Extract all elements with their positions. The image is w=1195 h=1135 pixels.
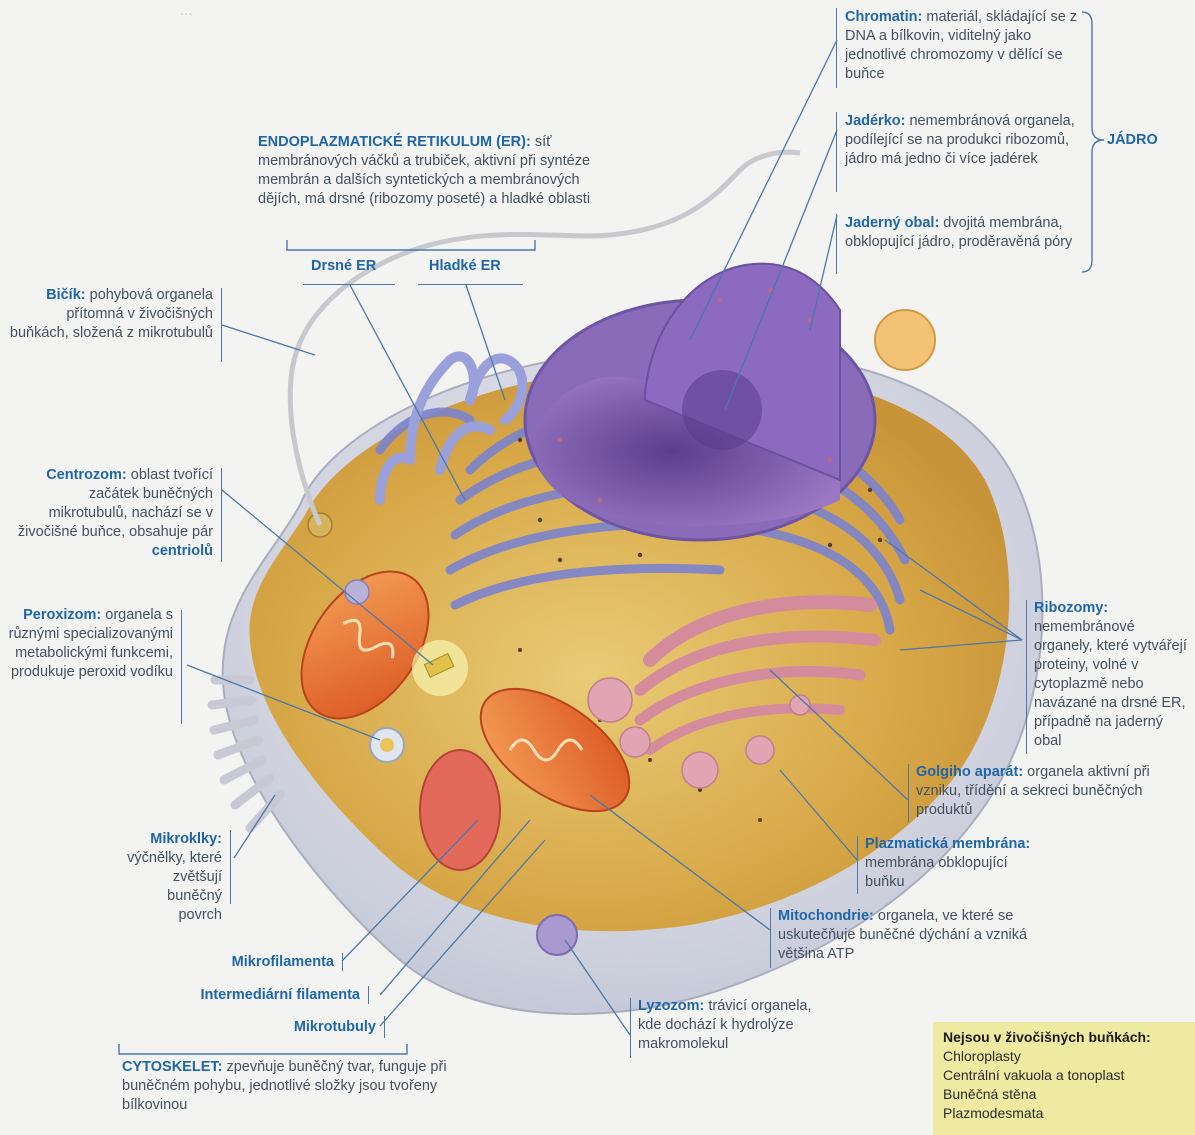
label-centrozom: Centrozom: oblast tvořící začátek buněčn…	[8, 466, 213, 561]
leader-bar-peroxizom	[181, 610, 182, 724]
label-jaderny-obal: Jaderný obal: dvojitá membrána, obklopuj…	[845, 214, 1080, 252]
label-mikrofilamenta: Mikrofilamenta	[150, 953, 334, 972]
label-jaderko: Jadérko: nemembránová organela, podílejí…	[845, 112, 1080, 169]
label-bicik: Bičík: pohybová organela přítomná v živo…	[8, 286, 213, 343]
label-bicik-title: Bičík:	[46, 287, 86, 303]
er-bracket	[285, 238, 540, 258]
label-ribozomy-text: nemembránové organely, které vytvářejí p…	[1034, 619, 1187, 749]
nucleus-bracket	[1080, 10, 1110, 275]
underline-hladke-er	[418, 284, 523, 285]
label-cytoskelet-title: CYTOSKELET:	[122, 1059, 222, 1075]
label-lyzozom-title: Lyzozom:	[638, 998, 704, 1014]
label-er: ENDOPLAZMATICKÉ RETIKULUM (ER): síť memb…	[258, 133, 608, 209]
note-item: Chloroplasty	[943, 1047, 1185, 1066]
note-item: Plazmodesmata	[943, 1104, 1185, 1123]
label-golgi: Golgiho aparát: organela aktivní při vzn…	[916, 763, 1156, 820]
label-ribozomy-title: Ribozomy:	[1034, 600, 1108, 616]
label-chromatin-title: Chromatin:	[845, 9, 922, 25]
label-peroxizom-title: Peroxizom:	[23, 607, 101, 623]
label-plazmaticka-text: membrána obklopující buňku	[865, 855, 1008, 890]
label-intermediarni: Intermediární filamenta	[120, 986, 360, 1005]
leader-bar-golgi	[908, 764, 909, 822]
label-golgi-title: Golgiho aparát:	[916, 764, 1023, 780]
leader-bar-jaderko	[836, 112, 837, 192]
note-item: Buněčná stěna	[943, 1085, 1185, 1104]
label-mikroklky: Mikroklky: výčnělky, které zvětšují buně…	[120, 830, 222, 925]
label-bicik-text: pohybová organela přítomná v živočišných…	[10, 287, 213, 341]
leader-bar-intermediarni	[368, 986, 369, 1004]
label-mikroklky-text: výčnělky, které zvětšují buněčný povrch	[127, 850, 222, 923]
leader-bar-jaderny-obal	[836, 214, 837, 274]
label-centrozom-strong: centriolů	[152, 543, 213, 559]
label-plazmaticka: Plazmatická membrána: membrána obklopují…	[865, 835, 1050, 892]
leader-bar-bicik	[221, 288, 222, 362]
label-mikrotubuly: Mikrotubuly	[200, 1018, 376, 1037]
label-jaderko-title: Jadérko:	[845, 113, 905, 129]
leader-bar-mitochondrie	[770, 908, 771, 968]
leader-bar-lyzozom	[630, 998, 631, 1058]
label-jaderny-obal-title: Jaderný obal:	[845, 215, 939, 231]
leader-bar-centrozom	[221, 468, 222, 562]
label-peroxizom: Peroxizom: organela s různými specializo…	[8, 606, 173, 682]
leader-bar-mikrofilamenta	[342, 953, 343, 971]
nucleus-shape	[525, 264, 875, 540]
leader-bar-mikroklky	[230, 830, 231, 904]
label-chromatin: Chromatin: materiál, skládající se z DNA…	[845, 8, 1090, 84]
underline-drsne-er	[303, 284, 395, 285]
leader-bar-chromatin	[836, 8, 837, 88]
leader-bar-ribozomy	[1026, 600, 1027, 754]
label-centrozom-title: Centrozom:	[46, 467, 127, 483]
label-ribozomy: Ribozomy: nemembránové organely, které v…	[1034, 599, 1189, 751]
label-cytoskelet: CYTOSKELET: zpevňuje buněčný tvar, fungu…	[122, 1058, 447, 1115]
note-not-in-animal-cells: Nejsou v živočišných buňkách: Chloroplas…	[933, 1022, 1195, 1135]
label-lyzozom: Lyzozom: trávicí organela, kde dochází k…	[638, 997, 838, 1054]
label-jadro: JÁDRO	[1107, 131, 1158, 150]
centrosome-shape	[412, 640, 468, 696]
leader-bar-plazmaticka	[857, 836, 858, 894]
vesicle-shape	[875, 310, 935, 370]
label-hladke-er: Hladké ER	[429, 258, 501, 274]
leader-bar-mikrotubuly	[384, 1016, 385, 1038]
note-heading: Nejsou v živočišných buňkách:	[943, 1028, 1185, 1047]
label-mitochondrie: Mitochondrie: organela, ve které se usku…	[778, 907, 1068, 964]
label-drsne-er: Drsné ER	[311, 258, 376, 274]
label-er-title: ENDOPLAZMATICKÉ RETIKULUM (ER):	[258, 134, 531, 150]
label-mitochondrie-title: Mitochondrie:	[778, 908, 874, 924]
label-plazmaticka-title: Plazmatická membrána:	[865, 836, 1030, 852]
note-item: Centrální vakuola a tonoplast	[943, 1066, 1185, 1085]
label-mikroklky-title: Mikroklky:	[150, 831, 222, 847]
